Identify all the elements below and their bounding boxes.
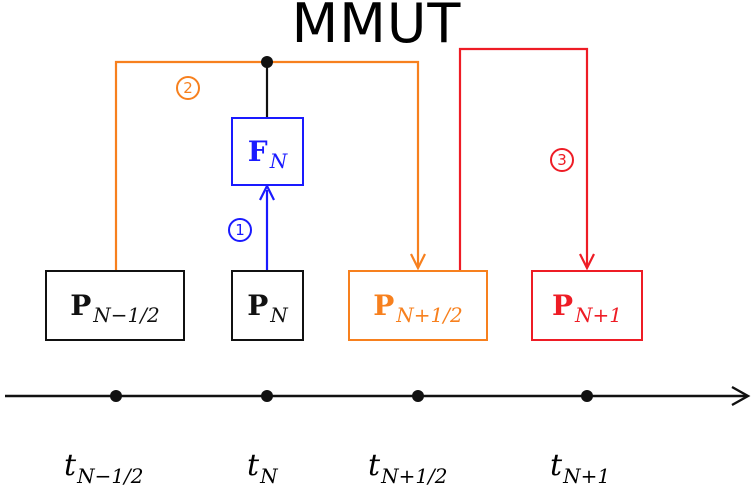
time-axis-arrowhead xyxy=(731,385,751,407)
box-p-n-subscript: N xyxy=(270,302,288,327)
tick-dot-n-plus-one xyxy=(581,390,593,402)
step-three-marker: 3 xyxy=(550,148,574,172)
tick-dot-n xyxy=(261,390,273,402)
time-label-n-minus-half: tN−1/2 xyxy=(64,448,144,488)
box-p-n-plus-one-symbol: P xyxy=(551,289,574,322)
time-label-n-plus-half-subscript: N+1/2 xyxy=(381,464,448,488)
box-f-n-symbol: F xyxy=(247,135,268,168)
step-three-label: 3 xyxy=(557,150,567,169)
time-label-n-plus-half-symbol: t xyxy=(368,448,381,483)
step-one-marker: 1 xyxy=(228,218,252,242)
time-label-n-minus-half-subscript: N−1/2 xyxy=(77,464,144,488)
time-label-n-subscript: N xyxy=(260,464,278,488)
time-label-n-plus-one-symbol: t xyxy=(550,448,563,483)
box-p-n-minus-half-symbol: P xyxy=(70,289,92,322)
box-f-n-subscript: N xyxy=(269,148,288,173)
box-p-n-plus-half-symbol: P xyxy=(373,289,395,322)
step-two-label: 2 xyxy=(183,78,193,97)
box-p-n-plus-half-subscript: N+1/2 xyxy=(396,302,463,327)
box-p-n-plus-one-subscript: N+1 xyxy=(575,302,623,327)
time-label-n-plus-one-subscript: N+1 xyxy=(563,464,611,488)
orange-arrowhead xyxy=(410,253,426,271)
blue-arrowhead xyxy=(259,183,275,201)
box-p-n-symbol: P xyxy=(247,289,269,322)
step-one-label: 1 xyxy=(235,220,245,239)
time-label-n-plus-one: tN+1 xyxy=(550,448,610,488)
tick-dot-n-minus-half xyxy=(110,390,122,402)
tick-dot-n-plus-half xyxy=(412,390,424,402)
diagram-title: MMUT xyxy=(291,0,462,55)
step-two-marker: 2 xyxy=(176,76,200,100)
box-p-n-minus-half-subscript: N−1/2 xyxy=(93,302,160,327)
junction-dot xyxy=(261,56,273,68)
time-label-n-minus-half-symbol: t xyxy=(64,448,77,483)
red-connector xyxy=(458,47,589,272)
time-label-n-symbol: t xyxy=(247,448,260,483)
time-label-n: tN xyxy=(247,448,278,488)
red-arrowhead xyxy=(579,253,595,271)
time-label-n-plus-half: tN+1/2 xyxy=(368,448,448,488)
